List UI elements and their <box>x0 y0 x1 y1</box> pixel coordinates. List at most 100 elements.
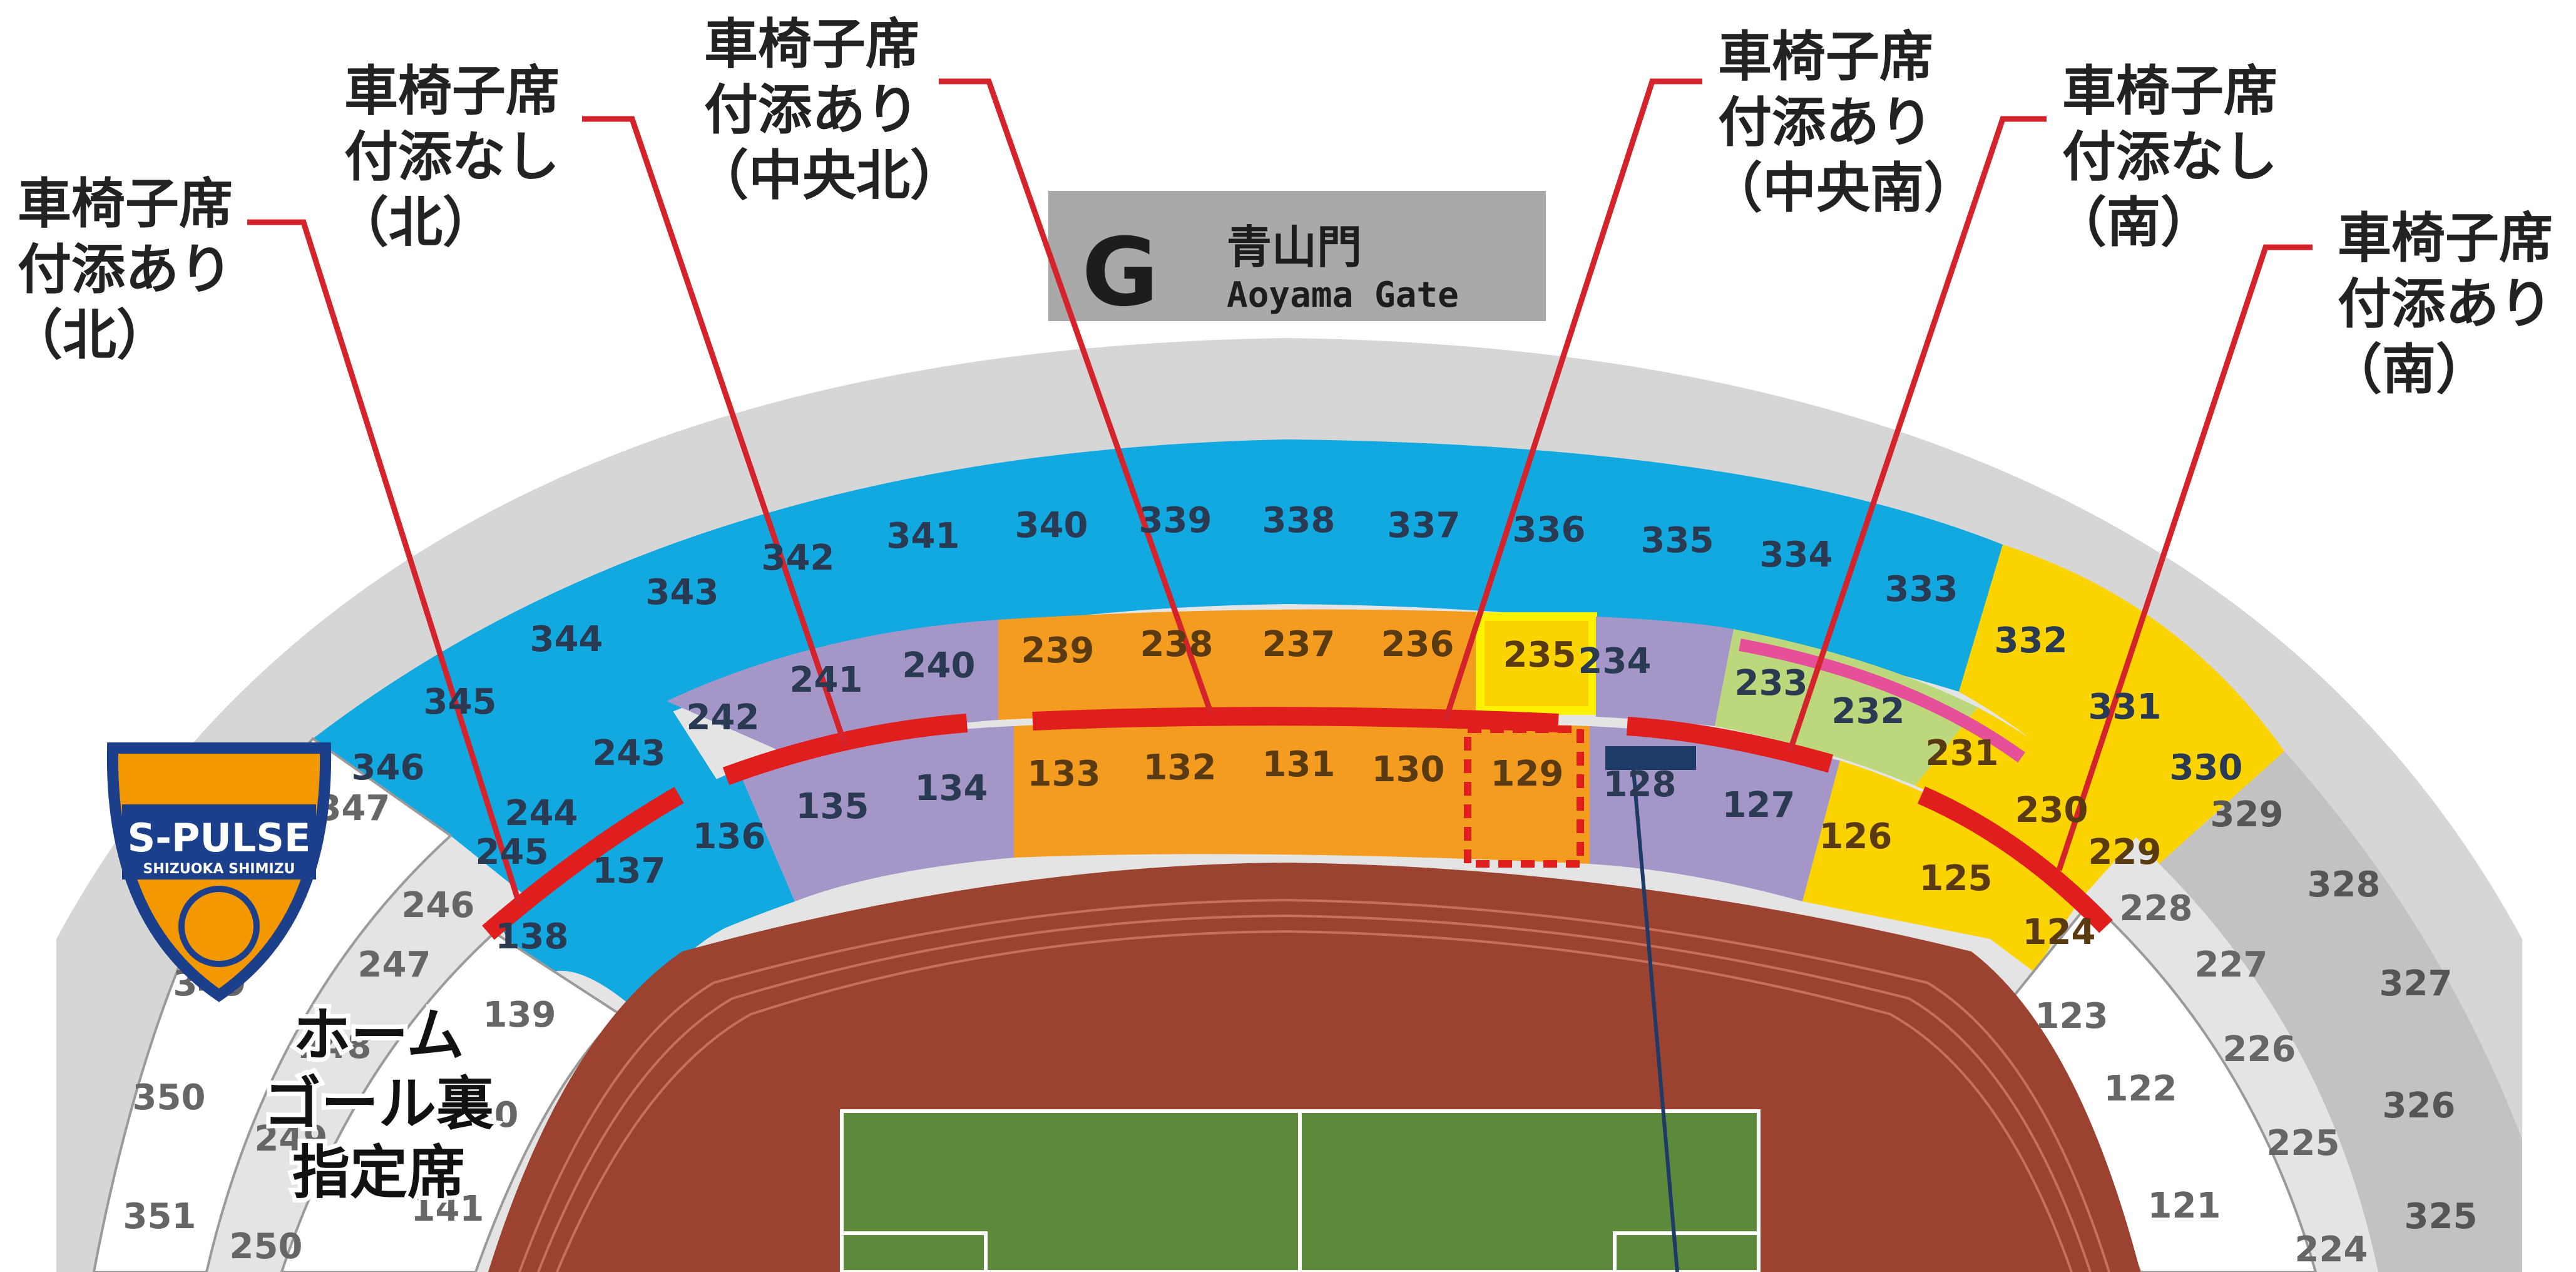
section-336-label: 336 <box>1513 510 1586 550</box>
callout-line: （北） <box>335 192 496 254</box>
mid-tier-green <box>1715 629 1978 786</box>
leader-center-south <box>1443 78 1702 721</box>
section-330-label: 330 <box>2170 747 2243 788</box>
section-135-label: 135 <box>796 786 869 827</box>
logo-sub-text: SHIZUOKA SHIMIZU <box>143 861 295 877</box>
home-label-line: ホーム <box>293 1002 464 1069</box>
section-335-label: 335 <box>1641 520 1714 561</box>
home-goal-end-label: ホーム ゴール裏 指定席 <box>259 997 498 1211</box>
section-232-label: 232 <box>1832 691 1905 732</box>
section-351-label: 351 <box>123 1196 197 1237</box>
section-123-label: 123 <box>2035 996 2108 1037</box>
lower-tier-yellow-south <box>1802 761 2084 977</box>
leader-north-without <box>582 116 848 746</box>
camera-marker-line <box>1632 769 1679 1272</box>
section-132-label: 132 <box>1143 747 1217 788</box>
section-333-label: 333 <box>1885 569 1958 610</box>
section-243-label: 243 <box>593 733 666 774</box>
gate-block <box>1048 191 1546 321</box>
section-250-label: 250 <box>230 1226 303 1267</box>
section-124-label: 124 <box>2023 912 2096 953</box>
callout-south-with: 車椅子席 付添あり （南） <box>2328 207 2553 401</box>
section-236-label: 236 <box>1381 624 1454 665</box>
upper-tier-yellow-zone <box>1959 545 2284 864</box>
section-133-label: 133 <box>1028 754 1101 794</box>
section-341-label: 341 <box>887 516 960 556</box>
section-228-label: 228 <box>2120 888 2193 929</box>
section-334-label: 334 <box>1760 535 1833 575</box>
section-230-label: 230 <box>2015 790 2088 831</box>
section-140-label: 140 <box>446 1095 519 1136</box>
section-338-label: 338 <box>1262 500 1336 541</box>
section-136-label: 136 <box>693 816 766 857</box>
section-350-label: 350 <box>133 1077 206 1118</box>
mid-tier-yellow-south <box>1915 707 2140 895</box>
leader-center-north <box>939 78 1214 715</box>
callout-center-south: 車椅子席 付添あり （中央南） <box>1709 26 1978 220</box>
section-328-label: 328 <box>2308 864 2381 905</box>
wheelchair-arc-south-without <box>1627 717 1834 773</box>
lower-tier-purple-north <box>739 726 1014 901</box>
camera-marker <box>1605 746 1696 770</box>
section-134-label: 134 <box>915 768 988 809</box>
mid-tier-orange <box>998 609 1483 720</box>
section-340-label: 340 <box>1015 505 1088 546</box>
section-127-label: 127 <box>1722 785 1796 826</box>
section-327-label: 327 <box>2379 963 2453 1004</box>
callout-line: （北） <box>9 304 170 367</box>
section-139-label: 139 <box>483 995 556 1035</box>
callout-south-without: 車椅子席 付添なし （南） <box>2053 60 2277 254</box>
leader-south-without <box>1787 116 2047 752</box>
callout-line: 付添あり <box>704 79 919 141</box>
section-237-label: 237 <box>1262 624 1336 665</box>
callout-leaders <box>247 78 2313 906</box>
section-233-label: 233 <box>1735 663 1808 704</box>
section-249-label: 249 <box>255 1119 328 1159</box>
callout-line: 付添なし <box>2062 126 2277 188</box>
section-339-label: 339 <box>1139 500 1212 541</box>
leader-south-with <box>2056 244 2313 871</box>
section-244-label: 244 <box>505 793 578 834</box>
section-126-label: 126 <box>1819 816 1893 857</box>
section-137-label: 137 <box>593 851 666 891</box>
upper-tier-gray-zone <box>2159 751 2522 1272</box>
field-penalty-box-left <box>840 1231 988 1272</box>
wheelchair-arc-north-with <box>482 787 684 940</box>
callout-line: 付添あり <box>18 238 233 301</box>
section-248-label: 248 <box>299 1026 372 1067</box>
section-247-label: 247 <box>358 945 431 985</box>
section-344-label: 344 <box>530 619 603 660</box>
section-242-label: 242 <box>687 697 760 738</box>
section-229-label: 229 <box>2088 832 2162 873</box>
logo-ball-icon <box>178 886 260 967</box>
mid-tier-purple-south <box>1596 617 1734 726</box>
section-235-label: 235 <box>1503 635 1577 675</box>
section-231-label: 231 <box>1926 733 1999 774</box>
section-238-label: 238 <box>1140 624 1214 665</box>
callout-line: （中央南） <box>1709 157 1978 220</box>
callout-line: 車椅子席 <box>1718 26 1933 88</box>
section-241-label: 241 <box>790 660 863 700</box>
callout-center-north: 車椅子席 付添あり （中央北） <box>695 13 964 207</box>
section-245-label: 245 <box>476 832 549 873</box>
lower-tier-blue-zone <box>501 770 795 1002</box>
home-label-line: 指定席 <box>292 1139 465 1206</box>
section-239-label: 239 <box>1021 630 1095 671</box>
track-lanes <box>518 898 2110 1272</box>
section-343-label: 343 <box>646 572 719 613</box>
section-130-label: 130 <box>1372 749 1445 790</box>
section-325-label: 325 <box>2405 1196 2478 1237</box>
section-227-label: 227 <box>2195 945 2268 985</box>
section-225-label: 225 <box>2267 1123 2340 1164</box>
section-226-label: 226 <box>2223 1029 2296 1070</box>
section-346-label: 346 <box>352 747 425 788</box>
section-224-label: 224 <box>2295 1229 2368 1270</box>
callout-line: 車椅子席 <box>2062 60 2277 123</box>
s-pulse-logo: S-PULSE SHIZUOKA SHIMIZU <box>106 742 332 1002</box>
section-129-label: 129 <box>1491 754 1564 794</box>
leader-north-with <box>247 219 523 906</box>
gate-name-en: Aoyama Gate <box>1227 275 1459 315</box>
section-235-highlight <box>1476 612 1597 715</box>
callout-line: （南） <box>2053 192 2214 254</box>
